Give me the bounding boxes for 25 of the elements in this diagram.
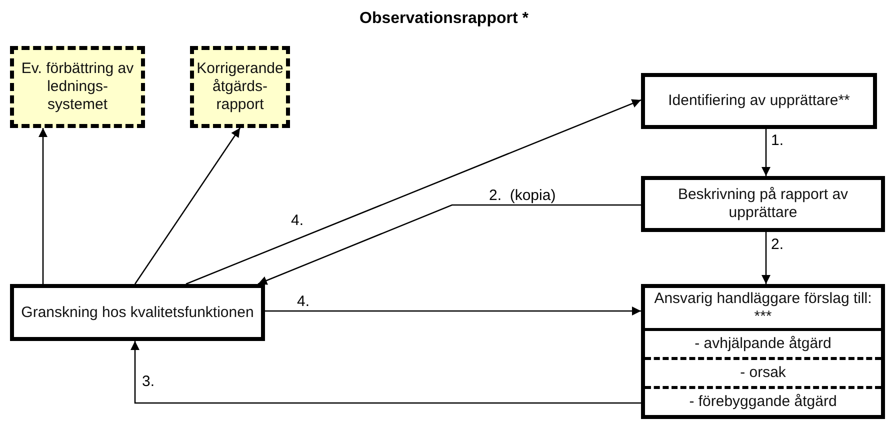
list-item-text: - förebyggande åtgärd (645, 386, 881, 415)
node-text: Identifiering av upprättare** (667, 92, 851, 110)
node-text: Ansvarig handläggare förslag till: *** (653, 289, 873, 327)
arrow (762, 129, 770, 176)
node-text: Granskning hos kvalitetsfunktionen (20, 304, 255, 322)
list-item-text: - avhjälpande åtgärd (645, 328, 881, 357)
arrow (130, 341, 641, 404)
edge-label: 2. (kopia) (488, 187, 557, 204)
node-text: Ev. förbättring av lednings- systemet (20, 60, 135, 114)
arrow (258, 204, 641, 285)
list-item-text: - orsak (645, 357, 881, 386)
process-box (10, 284, 265, 341)
arrow (38, 128, 48, 284)
arrow (134, 128, 241, 284)
diagram-title: Observationsrapport * (358, 10, 530, 28)
process-box (641, 176, 885, 232)
node-text: Beskrivning på rapport av upprättare (676, 186, 850, 222)
node-text: Korrigerande åtgärds- rapport (196, 60, 284, 114)
process-box (641, 73, 877, 129)
dashed-process-box (10, 46, 145, 128)
arrow (265, 306, 641, 316)
arrow (186, 99, 642, 285)
process-box (641, 284, 885, 419)
arrow (762, 232, 770, 284)
dashed-process-box (190, 46, 290, 128)
